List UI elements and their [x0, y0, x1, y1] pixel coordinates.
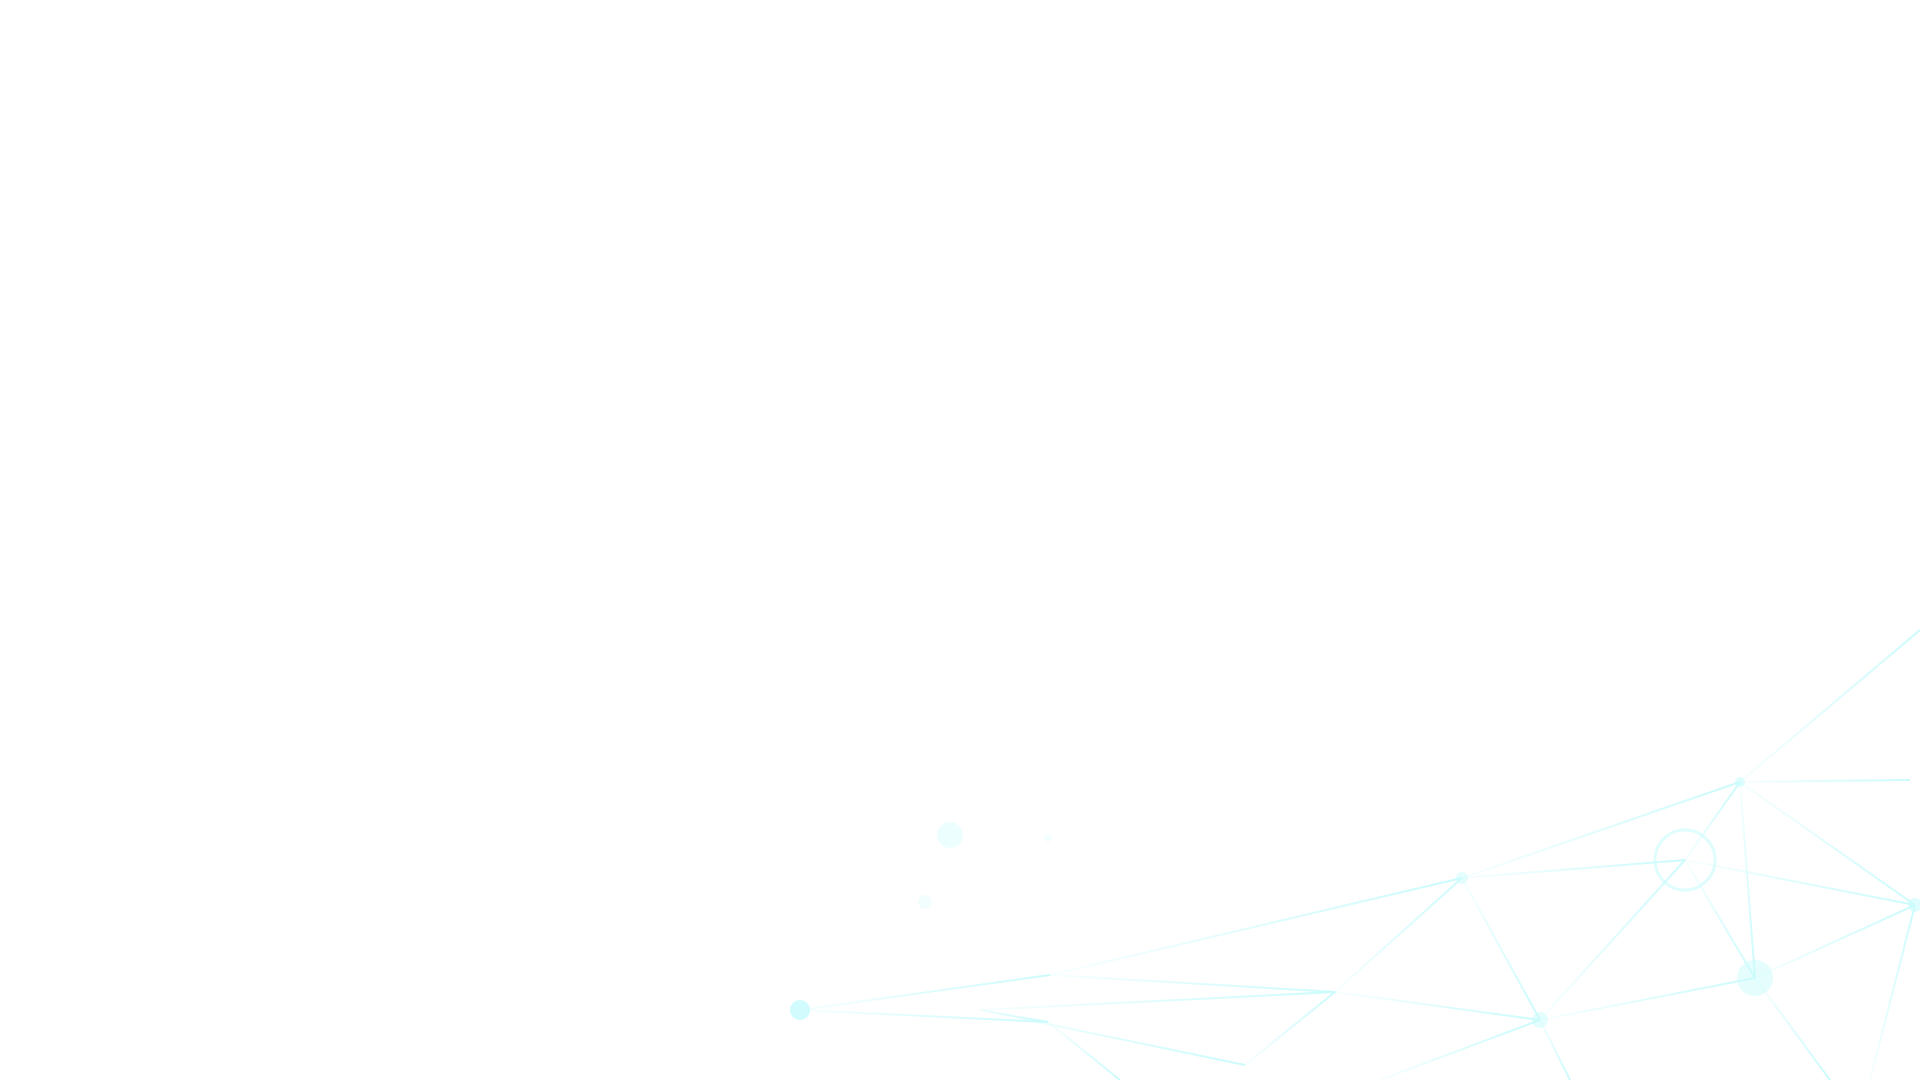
mesh-line-10	[1754, 904, 1916, 979]
mesh-line-22	[979, 1009, 1246, 1066]
mesh-line-3	[1684, 781, 1741, 861]
mesh-node-3	[1044, 834, 1052, 842]
mesh-line-4	[1461, 781, 1741, 879]
mesh-line-28	[979, 991, 1336, 1011]
mesh-node-8	[1908, 898, 1920, 912]
mesh-node-9	[1735, 777, 1745, 787]
mesh-line-1	[1739, 779, 1911, 783]
mesh-line-12	[1539, 977, 1756, 1021]
mesh-line-19	[1049, 877, 1463, 976]
mesh-line-6	[1461, 859, 1686, 879]
mesh-line-27	[1047, 1021, 1121, 1080]
mesh-line-17	[1379, 1019, 1541, 1080]
mesh-node-0	[790, 1000, 810, 1020]
mesh-line-14	[1461, 877, 1541, 1021]
mesh-line-13	[1754, 977, 1831, 1080]
mesh-nodes	[790, 777, 1920, 1028]
mesh-line-20	[1244, 991, 1336, 1066]
mesh-line-11	[1869, 904, 1916, 1080]
mesh-line-21	[1049, 974, 1336, 993]
mesh-node-5	[1737, 960, 1773, 996]
mesh-line-2	[1739, 781, 1916, 906]
mesh-line-5	[1739, 781, 1756, 979]
mesh-node-7	[1456, 872, 1468, 884]
mesh-lines	[799, 629, 1920, 1080]
mesh-line-18	[1334, 877, 1463, 993]
mesh-line-9	[1684, 859, 1756, 979]
mesh-line-7	[1684, 859, 1916, 906]
mesh-line-15	[1334, 991, 1541, 1021]
mesh-line-8	[1539, 859, 1686, 1021]
mesh-node-4	[1653, 828, 1717, 892]
mesh-line-26	[799, 1009, 1049, 1023]
mesh-node-6	[1532, 1012, 1548, 1028]
mesh-line-23	[799, 974, 1051, 1011]
mesh-line-0	[1739, 629, 1920, 783]
mesh-line-16	[1539, 1019, 1571, 1080]
mesh-node-2	[918, 895, 932, 909]
mesh-node-1	[937, 822, 963, 848]
mesh-line-25	[979, 1009, 1049, 1023]
